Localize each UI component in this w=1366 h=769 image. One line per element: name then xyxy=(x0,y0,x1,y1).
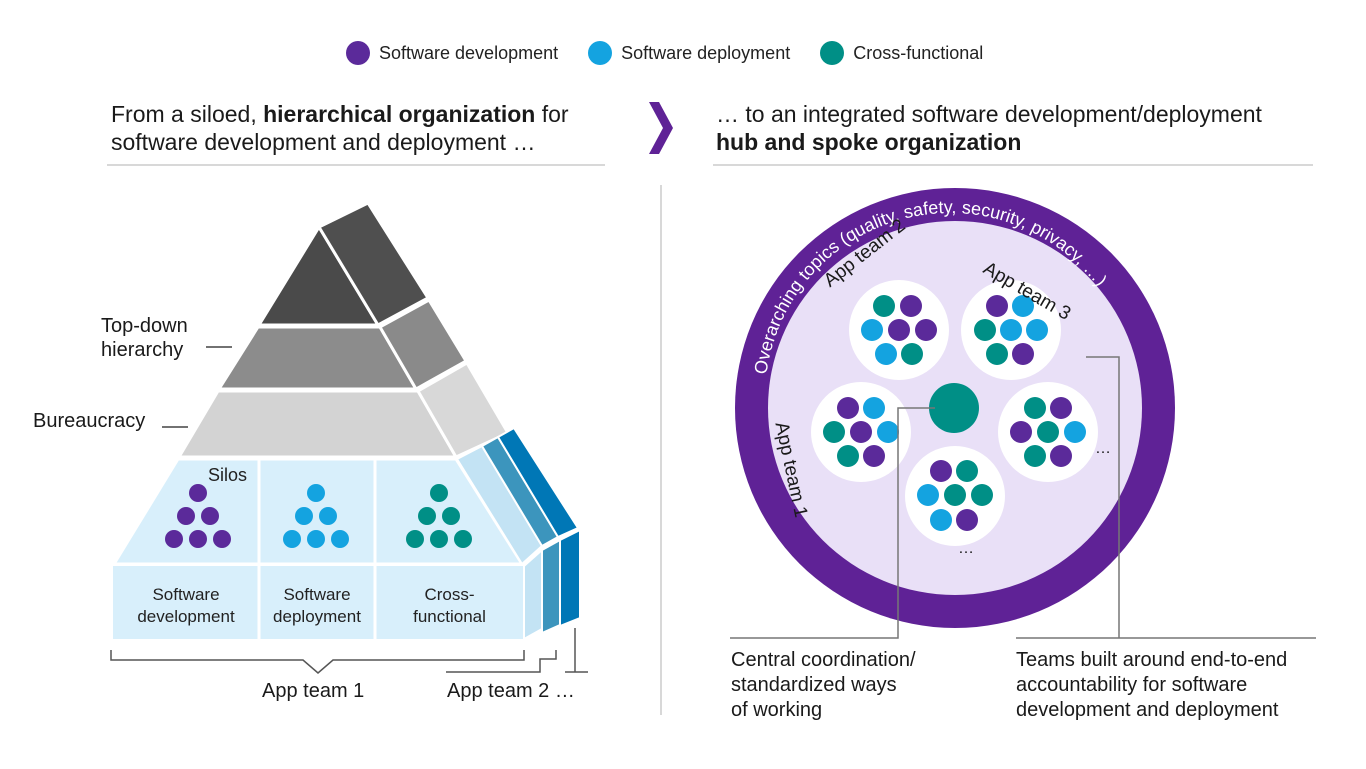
central-hub xyxy=(929,383,979,433)
label-team-4-ellipsis: … xyxy=(1095,440,1111,457)
label-app-team-2: App team 2 … xyxy=(447,680,575,702)
team-5-circle xyxy=(905,446,1005,546)
legend-item-cross-functional: Cross-functional xyxy=(820,41,983,65)
caption-central-coordination: Central coordination/ standardized ways … xyxy=(731,648,916,723)
left-heading-rule xyxy=(107,164,605,166)
legend-label: Cross-functional xyxy=(853,42,984,63)
cell-line: Software xyxy=(152,585,220,604)
silo-dots-deployment xyxy=(283,484,349,548)
team-3-circle xyxy=(961,280,1061,380)
cell-line: functional xyxy=(413,607,486,626)
legend-label: Software development xyxy=(379,42,559,63)
left-heading: From a siloed, hierarchical organization… xyxy=(111,100,569,156)
silo-dots-development xyxy=(165,484,231,548)
cell-software-development: Software development xyxy=(113,584,259,628)
right-heading-rule xyxy=(713,164,1313,166)
legend-item-software-deployment: Software deployment xyxy=(588,41,790,65)
label-bureaucracy: Bureaucracy xyxy=(33,410,146,432)
label-top-down-hierarchy: Top-down hierarchy xyxy=(101,314,188,362)
left-heading-pre: From a siloed, xyxy=(111,101,264,127)
caption-line: Central coordination/ xyxy=(731,649,916,671)
legend-label: Software deployment xyxy=(621,42,791,63)
silo-dots-cross-functional xyxy=(406,484,472,548)
legend-dot-purple-icon xyxy=(346,41,370,65)
cell-line: Software xyxy=(283,585,351,604)
legend-dot-blue-icon xyxy=(588,41,613,65)
legend-item-software-development: Software development xyxy=(346,41,558,65)
label-line: Top-down xyxy=(101,315,188,337)
left-heading-post: for xyxy=(535,101,569,127)
label-silos: Silos xyxy=(208,465,248,485)
caption-line: of working xyxy=(731,699,823,721)
label-team-5-ellipsis: … xyxy=(958,540,974,557)
label-app-team-1: App team 1 xyxy=(262,680,365,702)
right-heading-line1: … to an integrated software development/… xyxy=(716,101,1262,127)
cell-software-deployment: Software deployment xyxy=(259,584,375,628)
team-4-circle xyxy=(998,382,1098,482)
cell-line: Cross- xyxy=(424,585,475,604)
label-line: hierarchy xyxy=(101,339,184,361)
pyramid-top-side xyxy=(316,201,431,327)
cell-line: development xyxy=(137,607,235,626)
pyramid-tier-hierarchy-side xyxy=(377,297,469,392)
cell-line: deployment xyxy=(273,607,361,626)
team-2-circle xyxy=(849,280,949,380)
vertical-divider xyxy=(660,185,662,715)
caption-teams-accountability: Teams built around end-to-end accountabi… xyxy=(1016,648,1287,723)
right-heading: … to an integrated software development/… xyxy=(716,100,1262,156)
legend-dot-teal-icon xyxy=(820,41,845,65)
left-heading-line2: software development and deployment … xyxy=(111,129,536,155)
left-heading-bold: hierarchical organization xyxy=(263,101,536,127)
right-heading-bold: hub and spoke organization xyxy=(716,129,1022,155)
caption-line: standardized ways xyxy=(731,674,897,696)
team-1-circle xyxy=(811,382,911,482)
caption-line: development and deployment xyxy=(1016,699,1279,721)
legend: Software development Software deployment… xyxy=(346,40,1013,66)
cell-cross-functional: Cross- functional xyxy=(375,584,524,628)
pyramid-base xyxy=(113,566,524,639)
caption-line: Teams built around end-to-end xyxy=(1016,649,1288,671)
caption-line: accountability for software xyxy=(1016,674,1248,696)
chevron-right-icon xyxy=(649,102,673,154)
